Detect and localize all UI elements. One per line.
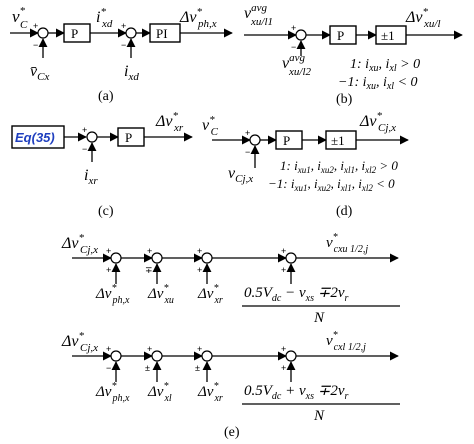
panel-e-lower-s3-top: +	[197, 344, 202, 354]
panel-e-upper-s1-bot: +	[106, 265, 111, 275]
panel-b-caption: (b)	[336, 92, 353, 107]
panel-d-sign-plus: +	[245, 128, 250, 138]
panel-a-ixd-star-label: i*xd	[96, 6, 113, 30]
panel-e-upper-s2-bot: ∓	[145, 265, 153, 275]
panel-c-feedback-ixr: ixr	[84, 167, 98, 187]
panel-d-condition-2: −1: ixu1, ixu2, ixl1, ixl2 < 0	[268, 176, 395, 193]
panel-d: v*C + − vCj,x P ±1 Δv*Cj,x 1: ixu1, ixu2…	[202, 110, 409, 219]
panel-a-feedback-ixd: ixd	[124, 63, 139, 83]
panel-e-lower-term-3: Δv*xr	[197, 381, 223, 404]
panel-e-upper-sum-3	[201, 252, 213, 264]
panel-e-upper-sum-4	[285, 252, 297, 264]
panel-e-upper-s3-top: +	[197, 246, 202, 256]
panel-e-lower-frac-den: N	[313, 408, 325, 424]
panel-e-lower-s1-top: +	[106, 344, 111, 354]
panel-e-upper-frac-num: 0.5Vdc − vxs ∓2vr	[244, 285, 348, 304]
panel-e-lower-sum-3	[201, 350, 213, 362]
panel-e-lower-term-2: Δv*xl	[147, 381, 172, 404]
panel-c-sign-plus: +	[82, 125, 87, 135]
panel-a-sum-1	[37, 27, 49, 39]
panel-c-sign-minus: −	[82, 144, 87, 154]
panel-e-lower-s4-bot: +	[281, 363, 286, 373]
panel-e-lower-s4-top: +	[281, 344, 286, 354]
panel-e-upper-s3-bot: +	[197, 265, 202, 275]
panel-e-lower-s2-top: +	[147, 344, 152, 354]
panel-e-upper-s4-bot: +	[281, 265, 286, 275]
panel-e-upper-output: v*cxu 1/2,j	[326, 232, 368, 255]
panel-d-sign-minus: −	[245, 147, 250, 157]
panel-e-upper-term-1: Δv*ph,x	[95, 283, 130, 306]
panel-d-caption: (d)	[336, 204, 353, 219]
panel-b-sum	[295, 29, 307, 41]
panel-e-upper-term-3: Δv*xr	[197, 283, 223, 306]
panel-e-upper-s4-top: +	[281, 246, 286, 256]
panel-e-upper-sum-2	[151, 252, 163, 264]
panel-a-output-label: Δv*ph,x	[179, 6, 217, 30]
panel-a-sign-plus-2: +	[121, 21, 126, 31]
panel-e-lower: Δv*Cj,x + − Δv*ph,x + ± Δv*xl + ± Δv*xr …	[61, 330, 400, 424]
panel-e-upper-s1-top: +	[106, 246, 111, 256]
panel-b-pm1-label: ±1	[381, 28, 395, 43]
panel-e-lower-s1-bot: −	[106, 363, 111, 373]
panel-d-input-top: v*C	[202, 114, 219, 138]
panel-e-lower-sum-1	[110, 350, 122, 362]
panel-b-sign-plus: +	[291, 23, 296, 33]
panel-e-upper-s2-top: +	[147, 246, 152, 256]
panel-c-p-label: P	[125, 130, 132, 145]
panel-e-lower-frac-num: 0.5Vdc + vxs ∓2vr	[244, 383, 348, 402]
panel-b-condition-1: 1: ixu, ixl > 0	[350, 57, 420, 74]
panel-d-pm1-label: ±1	[331, 133, 345, 148]
panel-d-sum	[249, 134, 261, 146]
panel-a-pi-label: PI	[156, 26, 168, 41]
panel-a-sign-minus-2: −	[121, 40, 126, 50]
panel-e-lower-s2-bot: ±	[145, 363, 150, 373]
panel-d-condition-1: 1: ixu1, ixu2, ixl1, ixl2 > 0	[280, 158, 398, 175]
panel-e-lower-s3-bot: ±	[195, 363, 200, 373]
panel-a-sum-2	[125, 27, 137, 39]
panel-e-upper-term-2: Δv*xu	[147, 283, 174, 306]
panel-e-lower-term-1: Δv*ph,x	[95, 381, 130, 404]
panel-c-eq-label: Eq(35)	[15, 130, 55, 145]
panel-e-upper-frac-den: N	[313, 310, 325, 326]
panel-a-p-label: P	[71, 26, 78, 41]
panel-a-input-label: v*C	[12, 5, 28, 31]
panel-e-upper-input: Δv*Cj,x	[61, 232, 98, 256]
panel-d-output-label: Δv*Cj,x	[359, 110, 396, 134]
panel-c: Eq(35) + − ixr P Δv*xr (c)	[11, 110, 193, 219]
panel-a: v*C + − v̄Cx P i*xd + − ixd PI Δv*ph,x (…	[10, 5, 233, 104]
panel-d-p-label: P	[283, 133, 290, 148]
panel-b-p-label: P	[337, 28, 344, 43]
panel-e-lower-sum-4	[285, 350, 297, 362]
panel-e-caption: (e)	[224, 425, 240, 440]
panel-e-upper: Δv*Cj,x + + Δv*ph,x + ∓ Δv*xu + + Δv*xr …	[61, 232, 400, 326]
panel-c-sum	[86, 131, 98, 143]
panel-e-lower-sum-2	[151, 350, 163, 362]
panel-d-input-bot: vCj,x	[228, 165, 253, 185]
panel-a-sign-plus-1: +	[33, 21, 38, 31]
panel-e-lower-input: Δv*Cj,x	[61, 330, 98, 354]
panel-e-lower-output: v*cxl 1/2,j	[326, 330, 366, 353]
panel-c-output-label: Δv*xr	[155, 110, 184, 134]
panel-a-feedback-vcx: v̄Cx	[30, 63, 49, 83]
panel-b-output-label: Δv*xu/l	[405, 6, 441, 30]
panel-b-condition-2: −1: ixu, ixl < 0	[338, 75, 418, 92]
panel-e-upper-sum-1	[110, 252, 122, 264]
panel-c-caption: (c)	[98, 204, 114, 219]
panel-a-sign-minus-1: −	[33, 40, 38, 50]
panel-b-sign-minus: −	[291, 42, 296, 52]
panel-a-caption: (a)	[98, 89, 114, 104]
